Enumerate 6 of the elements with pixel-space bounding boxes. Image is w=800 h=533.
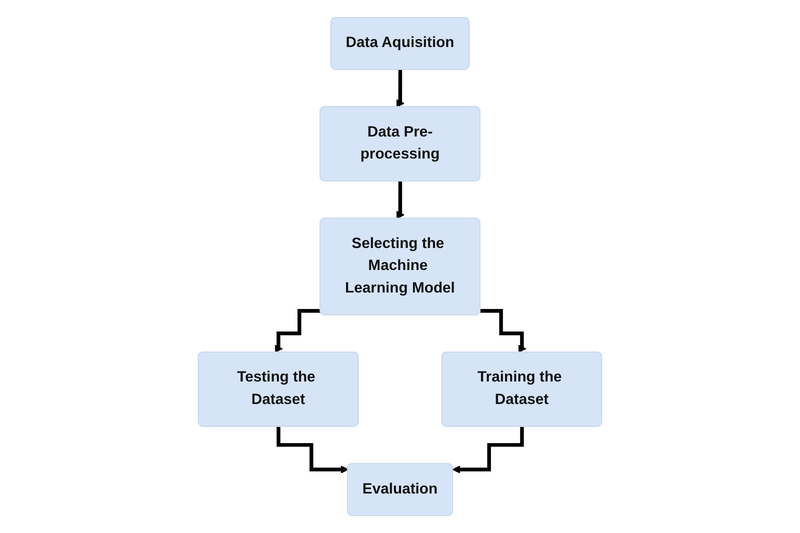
arrow — [396, 180, 404, 219]
arrow — [480, 309, 526, 353]
arrow — [274, 309, 321, 353]
arrow — [396, 68, 404, 108]
arrow — [276, 424, 349, 474]
arrow — [452, 424, 524, 474]
